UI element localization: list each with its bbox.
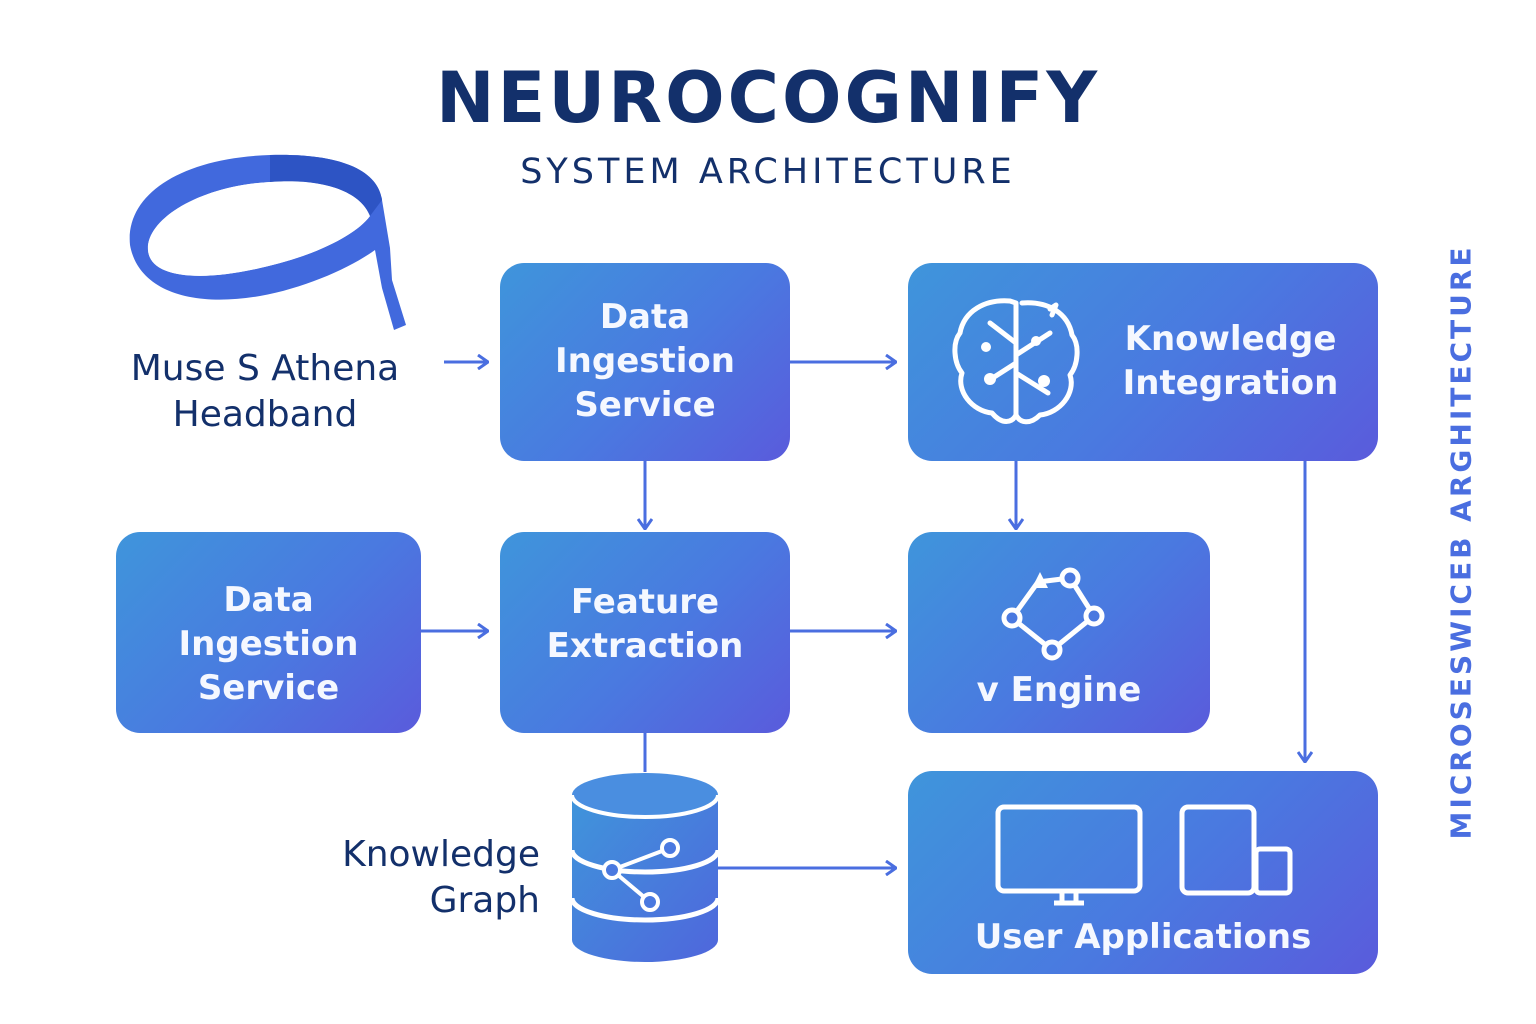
ingestion-service-top-node[interactable]: Data Ingestion Service <box>500 263 790 461</box>
side-architecture-text: MICROSESWICEB ARGHITECTURE <box>1444 244 1478 840</box>
feature-extraction-node[interactable]: Feature Extraction <box>500 532 790 733</box>
engine-label: v Engine <box>976 670 1142 710</box>
knowledge-graph-label: Knowledge Graph <box>342 834 540 921</box>
headband-icon <box>129 154 406 330</box>
page-subtitle: SYSTEM ARCHITECTURE <box>520 152 1016 192</box>
network-icon <box>1001 567 1105 661</box>
knowledge-integration-node[interactable]: Knowledge Integration <box>908 263 1378 461</box>
headband-label: Muse S Athena Headband <box>130 348 400 435</box>
side-architecture-label: MICROSESWICEB ARGHITECTURE <box>1441 236 1481 848</box>
ingestion-service-left-node[interactable]: Data Ingestion Service <box>116 532 421 733</box>
user-applications-node[interactable]: User Applications <box>908 771 1378 974</box>
user-applications-label: User Applications <box>974 917 1312 957</box>
page-title: NEUROCOGNIFY <box>435 57 1101 139</box>
database-icon <box>569 773 721 962</box>
brain-icon <box>952 298 1080 425</box>
ingestion-service-left-label: Data Ingestion Service <box>178 580 359 708</box>
feature-extraction-label: Feature Extraction <box>546 582 744 666</box>
devices-icon <box>995 804 1293 906</box>
ingestion-service-top-label: Data Ingestion Service <box>555 297 735 425</box>
engine-node[interactable]: v Engine <box>908 532 1210 733</box>
knowledge-integration-label: Knowledge Integration <box>1122 319 1339 403</box>
